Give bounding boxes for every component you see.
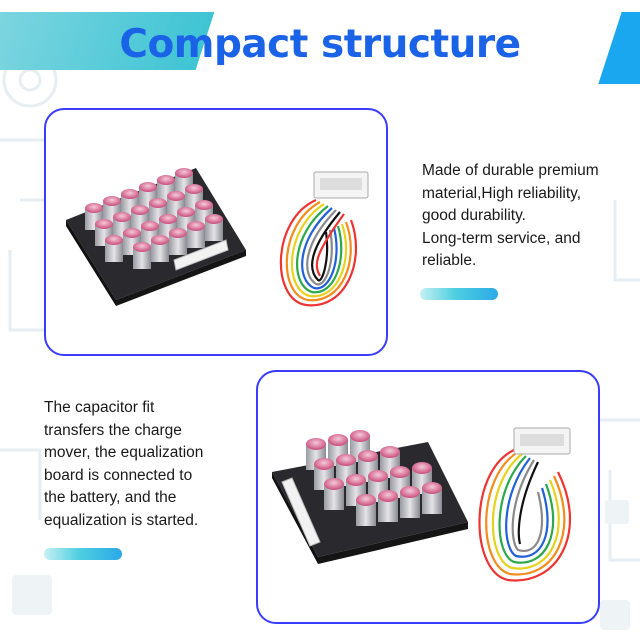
text-line: material,High reliability, <box>422 184 582 202</box>
text-line: mover, the equalization <box>44 444 204 461</box>
accent-pill-top <box>420 288 498 300</box>
text-line: reliable. <box>422 252 477 269</box>
text-line: transfers the charge <box>44 421 182 439</box>
text-line: The capacitor fit <box>44 399 155 416</box>
text-line: equalization is started. <box>44 511 199 529</box>
product-image-frame-bottom <box>256 370 600 624</box>
feature-description-durability: Made of durable premium material,High re… <box>422 160 622 273</box>
balancer-board-product-image <box>272 427 572 582</box>
product-image-frame-top <box>44 108 388 356</box>
page-title: Compact structure <box>119 22 521 67</box>
text-line: the battery, and the <box>44 489 177 506</box>
accent-pill-bottom <box>44 548 122 560</box>
feature-description-equalization: The capacitor fit transfers the charge m… <box>44 397 240 532</box>
text-line: good durability. <box>422 207 526 224</box>
text-line: board is connected to <box>44 466 193 484</box>
balancer-board-product-image <box>66 168 369 307</box>
text-line: Long-term service, and <box>422 229 581 247</box>
text-line: Made of durable premium <box>422 162 599 179</box>
